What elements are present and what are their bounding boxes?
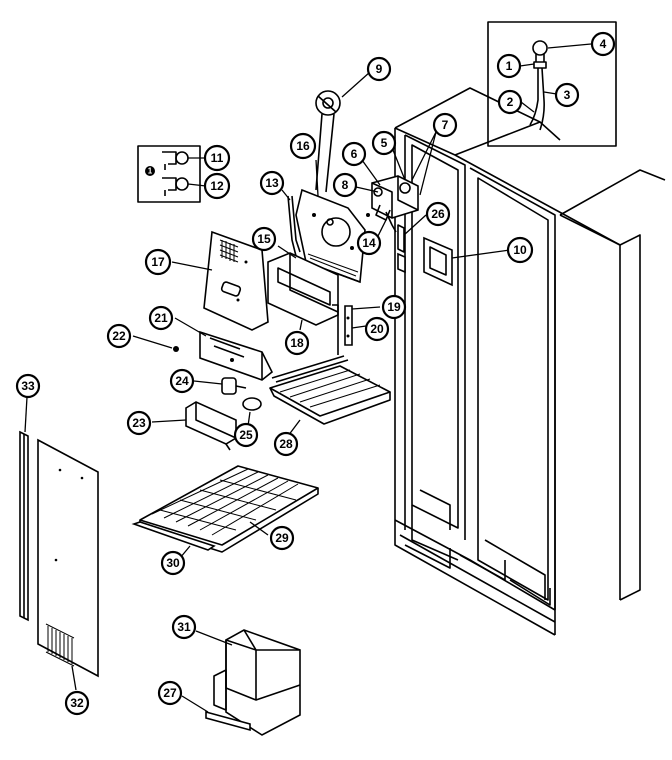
callout-9: 9: [366, 56, 392, 82]
callout-label-28: 28: [279, 437, 293, 451]
callout-15: 15: [251, 226, 277, 252]
callout-6: 6: [341, 141, 367, 167]
part-31-ice-bin: [195, 629, 301, 736]
callout-label-21: 21: [154, 311, 168, 325]
callout-label-1: 1: [506, 59, 513, 73]
callout-label-12: 12: [210, 179, 224, 193]
part-9-fan-motor: [315, 71, 371, 193]
callout-label-18: 18: [290, 336, 304, 350]
callout-19: 19: [381, 294, 407, 320]
part-24-valve: [193, 377, 247, 395]
callout-label-24: 24: [175, 374, 189, 388]
callout-11: 11: [203, 144, 231, 172]
part-27-bin-rail: [181, 695, 251, 732]
callout-label-27: 27: [163, 686, 177, 700]
part-23-drain-component: [151, 401, 237, 451]
inset-bulb-marker: 1: [148, 167, 153, 176]
callout-24: 24: [169, 368, 195, 394]
callout-label-26: 26: [431, 207, 445, 221]
inset-box-control-knobs: [137, 145, 207, 203]
callout-23: 23: [126, 410, 152, 436]
callout-1: 1: [496, 53, 522, 79]
callout-label-5: 5: [381, 136, 388, 150]
callout-30: 30: [160, 550, 186, 576]
callout-4: 4: [590, 31, 616, 57]
callout-5: 5: [371, 130, 397, 156]
callout-32: 32: [64, 690, 90, 716]
callout-16: 16: [289, 132, 317, 160]
callout-10: 10: [506, 236, 534, 264]
callout-31: 31: [171, 614, 197, 640]
callout-14: 14: [356, 230, 382, 256]
callout-label-32: 32: [70, 696, 84, 710]
callout-label-22: 22: [112, 329, 126, 343]
part-10-dispenser-housing: [423, 236, 511, 287]
callout-22: 22: [106, 323, 132, 349]
part-13-tube: [281, 189, 301, 257]
part-17-rear-panel: [171, 230, 269, 331]
callout-label-14: 14: [362, 236, 376, 250]
callout-label-19: 19: [387, 300, 401, 314]
part-22-screw: [132, 335, 179, 352]
callout-label-2: 2: [507, 95, 514, 109]
callout-label-31: 31: [177, 620, 191, 634]
part-33-trim-strip: [19, 396, 29, 622]
callout-label-29: 29: [275, 531, 289, 545]
callout-label-23: 23: [132, 416, 146, 430]
control-assembly: [355, 131, 437, 274]
callout-label-20: 20: [370, 322, 384, 336]
part-21-mounting-bracket: [174, 317, 274, 381]
callout-18: 18: [284, 330, 310, 356]
callout-label-33: 33: [21, 379, 35, 393]
inset-box-light-assembly: [487, 21, 617, 147]
callout-17: 17: [144, 248, 172, 276]
callout-label-7: 7: [442, 118, 449, 132]
callout-2: 2: [497, 89, 523, 115]
callout-8: 8: [332, 172, 358, 198]
callout-label-9: 9: [376, 62, 383, 76]
callout-28: 28: [273, 431, 299, 457]
callout-label-16: 16: [296, 139, 310, 153]
callout-label-6: 6: [351, 147, 358, 161]
callout-13: 13: [259, 170, 285, 196]
callout-label-4: 4: [600, 37, 607, 51]
callout-29: 29: [269, 525, 295, 551]
callout-3: 3: [554, 82, 580, 108]
part-25-fitting: [242, 397, 262, 434]
callout-label-13: 13: [265, 176, 279, 190]
callout-21: 21: [148, 305, 174, 331]
callout-27: 27: [157, 680, 183, 706]
callout-7: 7: [432, 112, 458, 138]
callout-26: 26: [425, 201, 451, 227]
callout-label-17: 17: [151, 255, 165, 269]
callout-label-15: 15: [257, 232, 271, 246]
refrigerator-cabinet: [394, 87, 666, 636]
part-19-20-brackets: [332, 304, 381, 355]
callout-label-25: 25: [239, 428, 253, 442]
callout-label-30: 30: [166, 556, 180, 570]
part-32-liner-panel: [37, 438, 99, 691]
callout-label-8: 8: [342, 178, 349, 192]
callout-label-10: 10: [513, 243, 527, 257]
callout-label-11: 11: [211, 151, 224, 165]
callout-33: 33: [15, 373, 41, 399]
callout-label-3: 3: [564, 88, 571, 102]
callout-25: 25: [233, 422, 259, 448]
callout-20: 20: [364, 316, 390, 342]
part-28-wire-rack-upper: [269, 355, 391, 441]
callout-12: 12: [203, 172, 231, 200]
